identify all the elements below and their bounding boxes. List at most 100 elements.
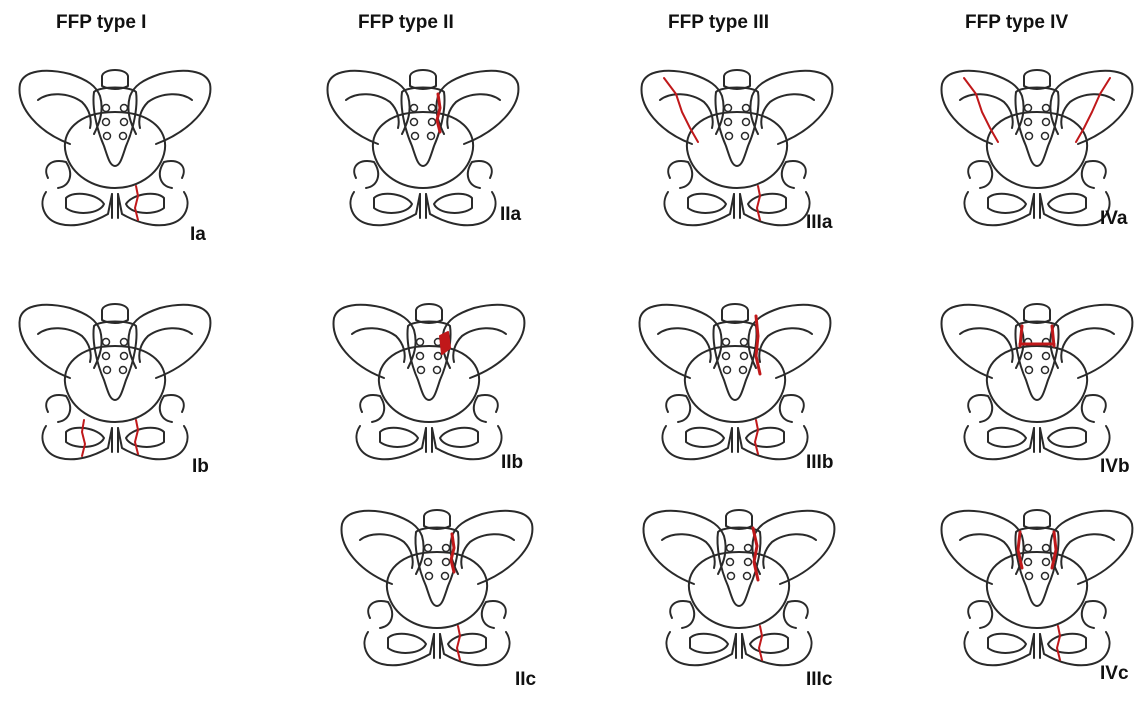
fracture-line-pubic-ramus-left bbox=[755, 420, 758, 454]
pelvis-outline bbox=[448, 634, 486, 653]
sacral-foramen bbox=[429, 119, 436, 126]
sacral-foramen bbox=[411, 119, 418, 126]
label-iib: IIb bbox=[501, 452, 523, 474]
pelvis-outline bbox=[424, 510, 450, 529]
pelvis-outline bbox=[38, 94, 91, 128]
fracture-line-pubic-ramus-left bbox=[759, 626, 762, 660]
panel-ib bbox=[8, 296, 248, 496]
sacral-foramen bbox=[1042, 133, 1049, 140]
sacral-foramen bbox=[728, 573, 735, 580]
pelvis-outline bbox=[1082, 395, 1106, 422]
sacral-foramen bbox=[103, 105, 110, 112]
sacral-foramen bbox=[723, 339, 730, 346]
pelvis-outline bbox=[436, 71, 518, 144]
pelvis-outline bbox=[1048, 428, 1086, 447]
pelvis-outline bbox=[373, 112, 473, 188]
label-ivb: IVb bbox=[1100, 456, 1130, 478]
pelvis-outline bbox=[46, 161, 70, 188]
sacral-foramen bbox=[121, 105, 128, 112]
pelvis-outline bbox=[942, 71, 1024, 144]
pelvis-outline bbox=[126, 428, 164, 447]
pelvis-outline bbox=[102, 304, 128, 323]
sacral-foramen bbox=[1025, 545, 1032, 552]
pelvis-outline bbox=[1034, 428, 1040, 452]
pelvis-outline bbox=[66, 194, 104, 213]
pelvis-outline bbox=[782, 161, 806, 188]
pelvis-outline bbox=[410, 70, 436, 89]
pelvis-outline bbox=[379, 346, 479, 422]
pelvis-outline bbox=[748, 305, 830, 378]
pelvis-outline bbox=[447, 94, 500, 128]
pelvis-outline bbox=[139, 94, 192, 128]
pelvis-outline bbox=[102, 70, 128, 89]
sacral-foramen bbox=[103, 339, 110, 346]
column-title-type-3: FFP type III bbox=[668, 12, 769, 34]
sacral-foramen bbox=[104, 133, 111, 140]
pelvis-outline bbox=[1048, 194, 1086, 213]
sacral-foramen bbox=[725, 105, 732, 112]
label-ia: Ia bbox=[190, 224, 206, 246]
pelvis-outline bbox=[346, 94, 399, 128]
sacral-foramen bbox=[727, 545, 734, 552]
sacral-foramen bbox=[418, 367, 425, 374]
pelvis-outline bbox=[988, 428, 1026, 447]
sacral-foramen bbox=[428, 133, 435, 140]
pelvis-outline bbox=[128, 305, 210, 378]
sacral-foramen bbox=[1025, 559, 1032, 566]
sacral-foramen bbox=[727, 559, 734, 566]
pelvis-outline bbox=[1050, 511, 1132, 584]
column-title-type-4: FFP type IV bbox=[965, 12, 1068, 34]
label-iva: IVa bbox=[1100, 208, 1127, 230]
sacral-foramen bbox=[120, 367, 127, 374]
pelvis-outline bbox=[160, 161, 184, 188]
sacral-foramen bbox=[1026, 573, 1033, 580]
pelvis-illustration bbox=[322, 296, 562, 496]
sacral-foramen bbox=[742, 133, 749, 140]
fracture-line-pubic-ramus-left bbox=[135, 186, 138, 220]
label-iiia: IIIa bbox=[806, 212, 832, 234]
pelvis-outline bbox=[1050, 71, 1132, 144]
pelvis-outline bbox=[666, 395, 690, 422]
pelvis-outline bbox=[1061, 534, 1114, 568]
sacral-foramen bbox=[121, 353, 128, 360]
sacral-foramen bbox=[1042, 367, 1049, 374]
pelvis-outline bbox=[960, 534, 1013, 568]
pelvis-outline bbox=[368, 601, 392, 628]
pelvis-outline bbox=[668, 161, 692, 188]
pelvis-outline bbox=[450, 511, 532, 584]
panel-iva bbox=[930, 62, 1138, 262]
label-ib: Ib bbox=[192, 456, 209, 478]
pelvis-outline bbox=[65, 112, 165, 188]
sacral-foramen bbox=[1025, 119, 1032, 126]
pelvis-outline bbox=[988, 634, 1026, 653]
pelvis-outline bbox=[644, 511, 726, 584]
pelvis-illustration bbox=[316, 62, 556, 262]
sacral-foramen bbox=[1025, 105, 1032, 112]
pelvis-outline bbox=[434, 194, 472, 213]
panel-ia bbox=[8, 62, 248, 262]
sacral-foramen bbox=[741, 339, 748, 346]
pelvis-outline bbox=[688, 194, 726, 213]
pelvis-outline bbox=[1050, 305, 1132, 378]
sacral-foramen bbox=[417, 339, 424, 346]
sacral-foramen bbox=[121, 119, 128, 126]
fracture-line-sacral-bilateral-h bbox=[1020, 326, 1054, 346]
pelvis-outline bbox=[685, 346, 785, 422]
pelvis-outline bbox=[780, 395, 804, 422]
pelvis-outline bbox=[434, 634, 440, 658]
pelvis-outline bbox=[426, 428, 432, 452]
pelvis-outline bbox=[732, 428, 738, 452]
pelvis-outline bbox=[734, 194, 740, 218]
pelvis-outline bbox=[687, 112, 787, 188]
pelvis-outline bbox=[640, 305, 722, 378]
pelvis-outline bbox=[1034, 634, 1040, 658]
pelvis-outline bbox=[1082, 601, 1106, 628]
pelvis-outline bbox=[968, 601, 992, 628]
fracture-line-iliac-left bbox=[1076, 78, 1110, 142]
pelvis-outline bbox=[20, 71, 102, 144]
pelvis-outline bbox=[1061, 328, 1114, 362]
pelvis-outline bbox=[784, 601, 808, 628]
fracture-line-pubic-ramus-left bbox=[135, 420, 138, 454]
pelvis-outline bbox=[690, 634, 728, 653]
sacral-foramen bbox=[435, 353, 442, 360]
